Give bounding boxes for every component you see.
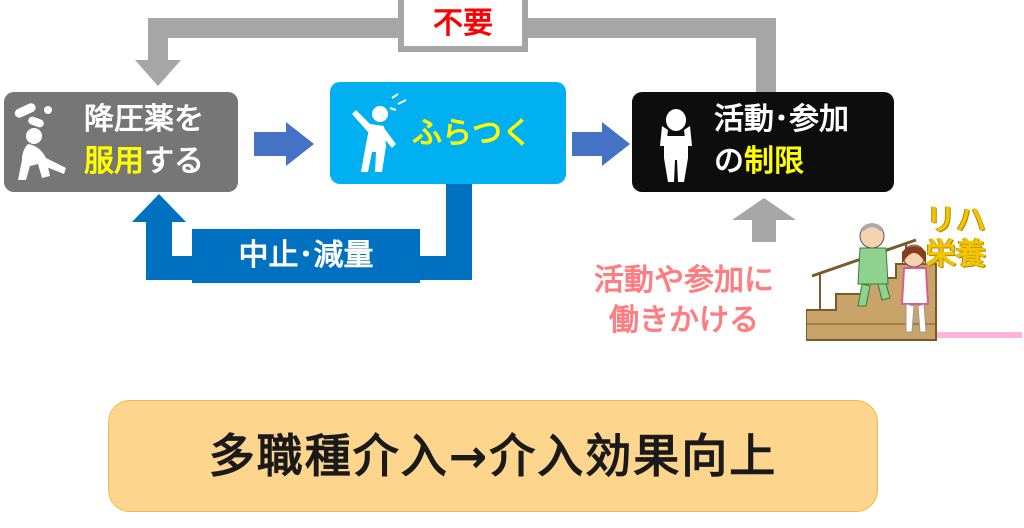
arrow-right-icon <box>572 122 630 166</box>
intervention-line2: 働きかける <box>609 303 759 338</box>
box-antihypertensive: 降圧薬を 服用する <box>4 92 238 192</box>
arrow-up-icon <box>732 198 796 242</box>
conclusion-box <box>108 400 878 512</box>
label-stop-reduce: 中止･減量 <box>192 229 420 283</box>
person-dizzy-icon <box>352 93 407 172</box>
label-unnecessary: 不要 <box>398 0 528 52</box>
drug-highlight: 服用 <box>84 144 144 179</box>
intervention-line1: 活動や参加に <box>594 263 774 298</box>
logo-reha-line1: リハ <box>926 203 986 238</box>
drug-line1: 降圧薬を <box>84 102 204 137</box>
dizzy-label: ふらつく <box>412 116 532 151</box>
arrow-right-icon <box>254 122 314 166</box>
limit-line2: の制限 <box>714 142 804 182</box>
stairs-rehab-illustration <box>806 223 1022 341</box>
drug-line2-rest: する <box>144 144 204 179</box>
conclusion-text: 多職種介入→介入効果向上 <box>208 429 778 483</box>
limit-prefix: の <box>714 144 744 179</box>
logo-reha-line2: 栄養 <box>926 237 986 272</box>
limit-highlight: 制限 <box>744 144 804 179</box>
person-head-in-hands-icon <box>660 109 692 182</box>
drug-line2: 服用する <box>84 142 204 182</box>
person-stumbling-pills-icon <box>14 103 66 180</box>
arrow-down-icon <box>135 60 181 86</box>
box-dizziness: ふらつく <box>330 82 566 184</box>
limit-line1: 活動･参加 <box>714 102 849 137</box>
arrow-up-icon <box>132 194 186 222</box>
box-activity-limitation: 活動･参加 の制限 <box>632 92 894 192</box>
